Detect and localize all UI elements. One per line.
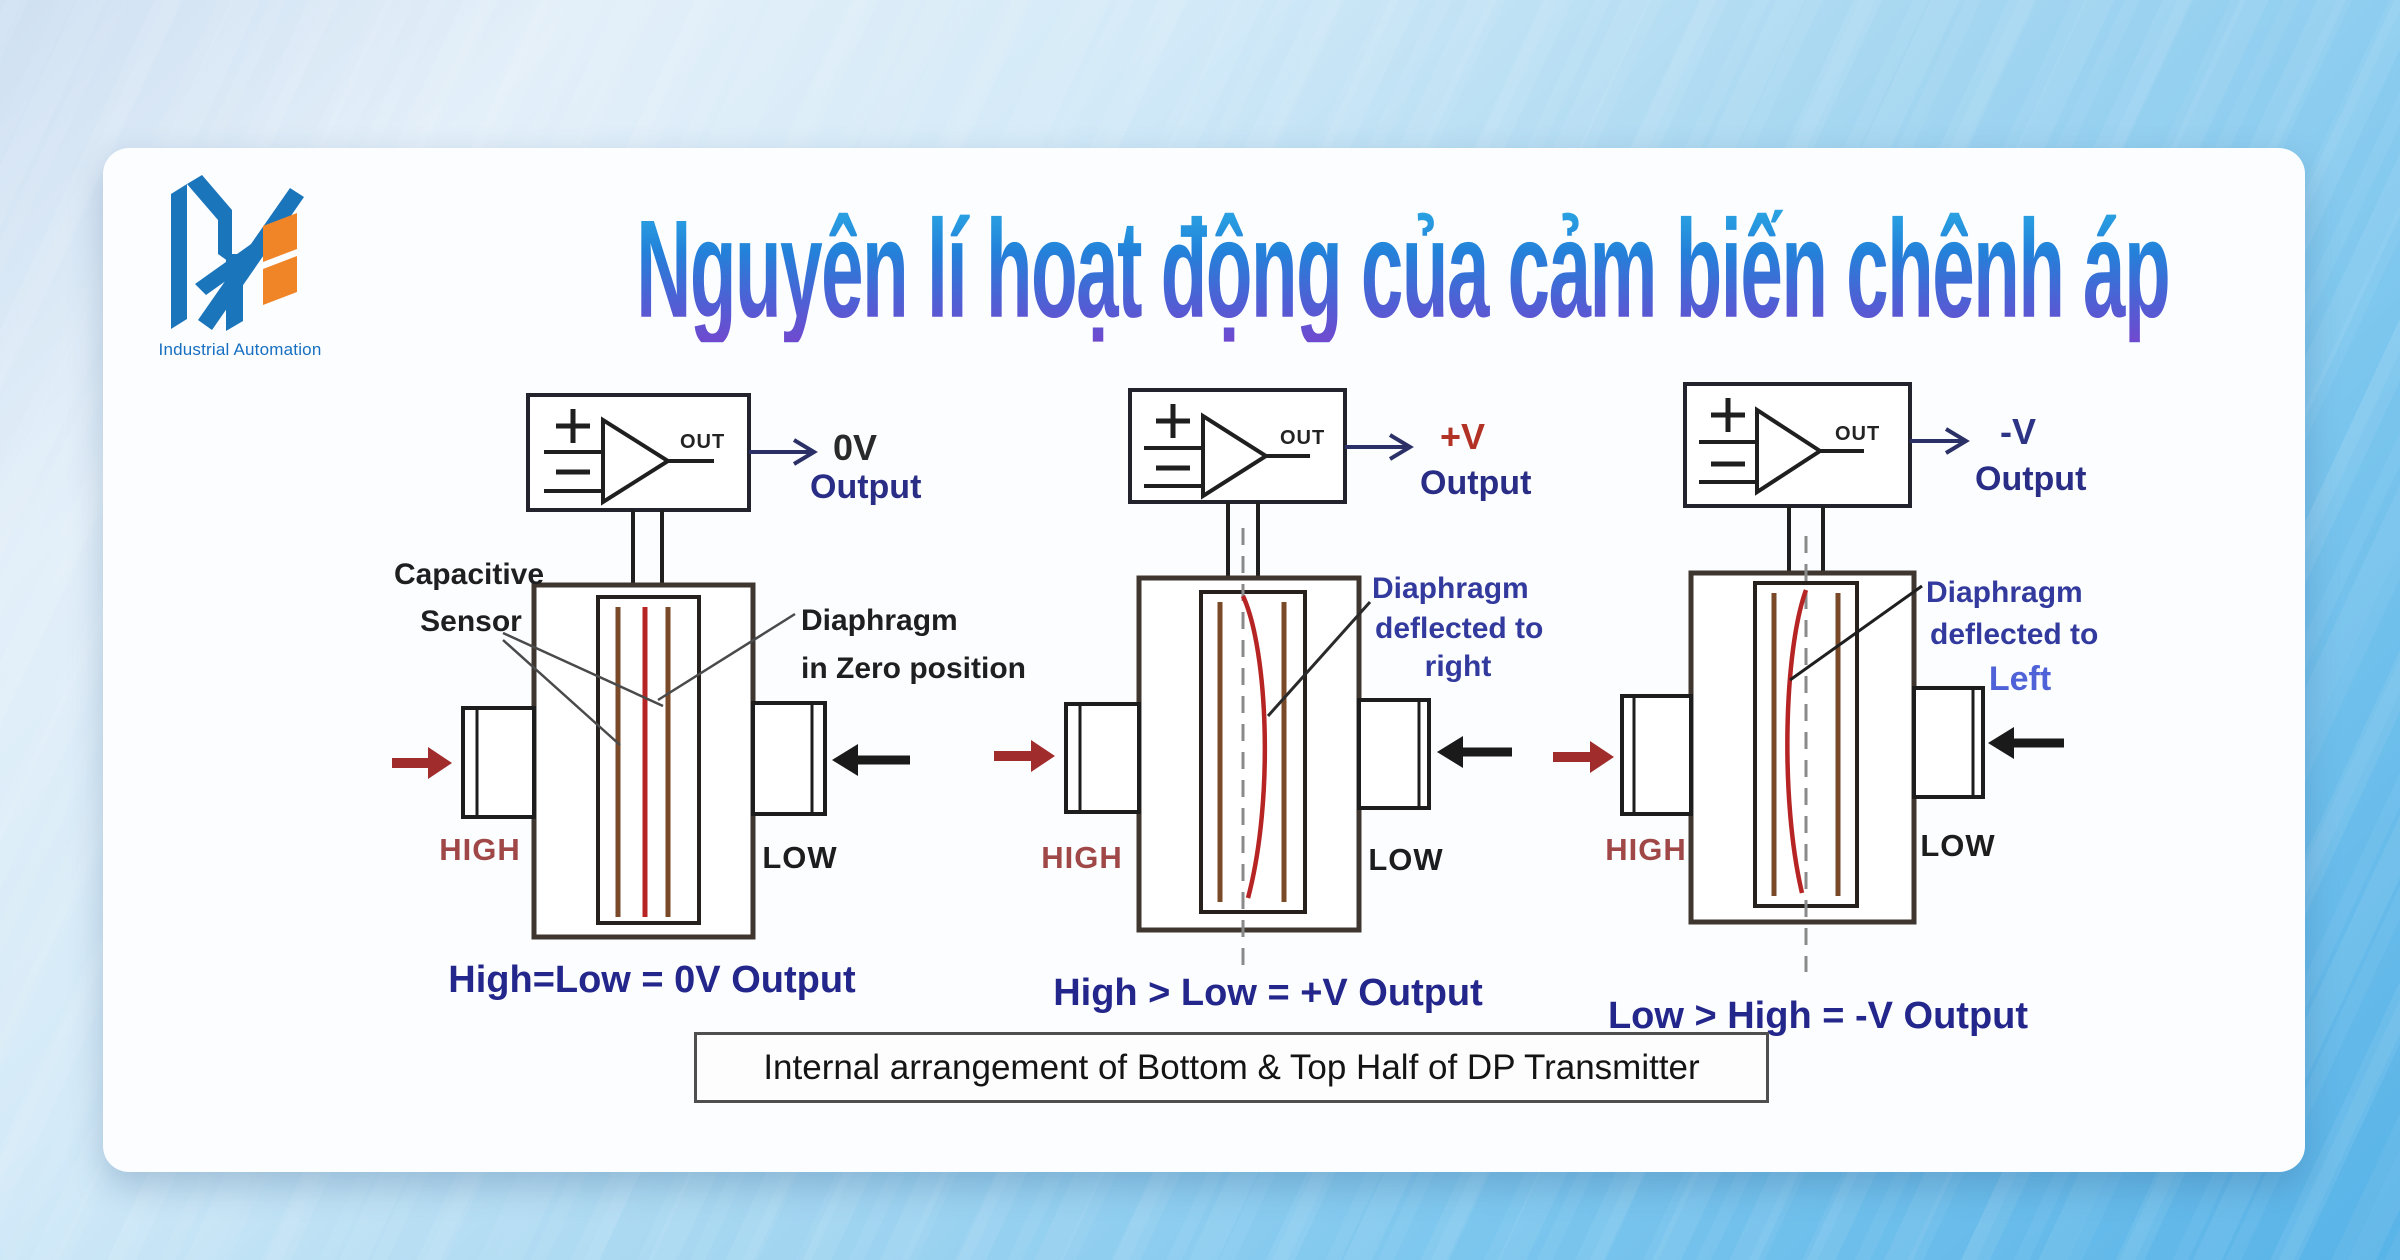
opamp-triangle-icon bbox=[601, 416, 672, 506]
diaphragm-note-line1: Diaphragm bbox=[801, 604, 958, 637]
high-label: HIGH bbox=[1605, 832, 1687, 867]
footer-caption-text: Internal arrangement of Bottom & Top Hal… bbox=[763, 1047, 1700, 1087]
low-pressure-arrow-icon bbox=[1437, 736, 1512, 768]
diagram-deflected-left: OUT -V Output bbox=[1553, 382, 2098, 1037]
output-arrow-icon bbox=[1345, 433, 1414, 461]
logo-stem bbox=[226, 254, 243, 331]
footer-caption-box: Internal arrangement of Bottom & Top Hal… bbox=[694, 1032, 1769, 1103]
diagram-caption: High > Low = +V Output bbox=[1053, 972, 1483, 1014]
sensor-cell bbox=[596, 595, 701, 925]
output-value: -V bbox=[2000, 411, 2036, 452]
page-title: Nguyên lí hoạt động của cảm biến chênh á… bbox=[420, 195, 2171, 341]
opamp-plus-icon bbox=[556, 409, 590, 443]
high-pressure-arrow-icon bbox=[392, 747, 452, 779]
diaphragm-note-line2: in Zero position bbox=[801, 652, 1026, 685]
output-value: +V bbox=[1440, 416, 1485, 457]
low-label: LOW bbox=[762, 840, 837, 875]
output-value: 0V bbox=[833, 427, 877, 468]
high-label: HIGH bbox=[439, 832, 521, 867]
opamp-plus-icon bbox=[1711, 398, 1745, 432]
opamp-out-label: OUT bbox=[680, 431, 725, 453]
opamp-out-label: OUT bbox=[1835, 423, 1880, 445]
diaphragm-pointer-line bbox=[657, 612, 796, 702]
high-port bbox=[1620, 694, 1693, 816]
diaphragm-pointer-line bbox=[1789, 584, 1923, 682]
diaphragm-note-line2: deflected to bbox=[1930, 618, 2098, 651]
diaphragm-pointer-line bbox=[1266, 600, 1372, 718]
high-pressure-arrow-icon bbox=[1553, 741, 1614, 773]
sensor-pointer-lines bbox=[502, 631, 664, 746]
diagram-caption: High=Low = 0V Output bbox=[448, 959, 856, 1001]
low-pressure-arrow-icon bbox=[832, 744, 910, 776]
logo-left-bar bbox=[171, 184, 187, 329]
high-label: HIGH bbox=[1041, 840, 1123, 875]
brand-logo bbox=[150, 172, 380, 372]
logo-orange-stripe-1 bbox=[263, 213, 297, 262]
diaphragm-curve-right bbox=[1240, 595, 1268, 899]
logo-orange-stripe-2 bbox=[263, 256, 297, 305]
mte-logo-icon bbox=[171, 175, 304, 331]
page-title-text: Nguyên lí hoạt động của cảm biến chênh á… bbox=[636, 190, 2171, 347]
opamp-out-label: OUT bbox=[1280, 427, 1325, 449]
output-arrow-icon bbox=[749, 438, 818, 466]
output-arrow-icon bbox=[1910, 427, 1970, 455]
low-label: LOW bbox=[1920, 828, 1995, 863]
high-port bbox=[461, 706, 536, 819]
diaphragm-note-line3: right bbox=[1425, 650, 1492, 683]
low-pressure-arrow-icon bbox=[1988, 727, 2064, 759]
diaphragm-note-line3: Left bbox=[1989, 660, 2051, 698]
diagram-deflected-right: OUT +V Output bbox=[994, 388, 1543, 1014]
diagram-zero-position: OUT 0V Output bbox=[392, 393, 1026, 1001]
opamp-triangle-icon bbox=[1201, 412, 1270, 500]
capacitive-sensor-label-line1: Capacitive bbox=[394, 558, 544, 591]
opamp-plus-icon bbox=[1156, 404, 1190, 438]
low-label: LOW bbox=[1368, 842, 1443, 877]
diaphragm-note-line1: Diaphragm bbox=[1926, 576, 2083, 609]
low-port bbox=[1357, 698, 1431, 810]
diaphragm-note-line2: deflected to bbox=[1375, 612, 1543, 645]
sensor-cell bbox=[1199, 590, 1307, 914]
high-port bbox=[1064, 702, 1141, 814]
diaphragm-curve-left bbox=[1785, 589, 1809, 894]
capacitive-sensor-label-line2: Sensor bbox=[420, 605, 522, 638]
output-word: Output bbox=[1420, 464, 1531, 502]
diagram-caption: Low > High = -V Output bbox=[1608, 995, 2028, 1037]
diaphragm-note-line1: Diaphragm bbox=[1372, 572, 1529, 605]
low-port bbox=[751, 701, 827, 816]
logo-peak-stroke bbox=[187, 175, 232, 264]
opamp-triangle-icon bbox=[1755, 406, 1824, 496]
brand-caption: Industrial Automation bbox=[158, 340, 322, 359]
output-word: Output bbox=[1975, 460, 2086, 498]
output-word: Output bbox=[810, 468, 921, 506]
high-pressure-arrow-icon bbox=[994, 740, 1055, 772]
opamp-box bbox=[1683, 382, 1912, 508]
